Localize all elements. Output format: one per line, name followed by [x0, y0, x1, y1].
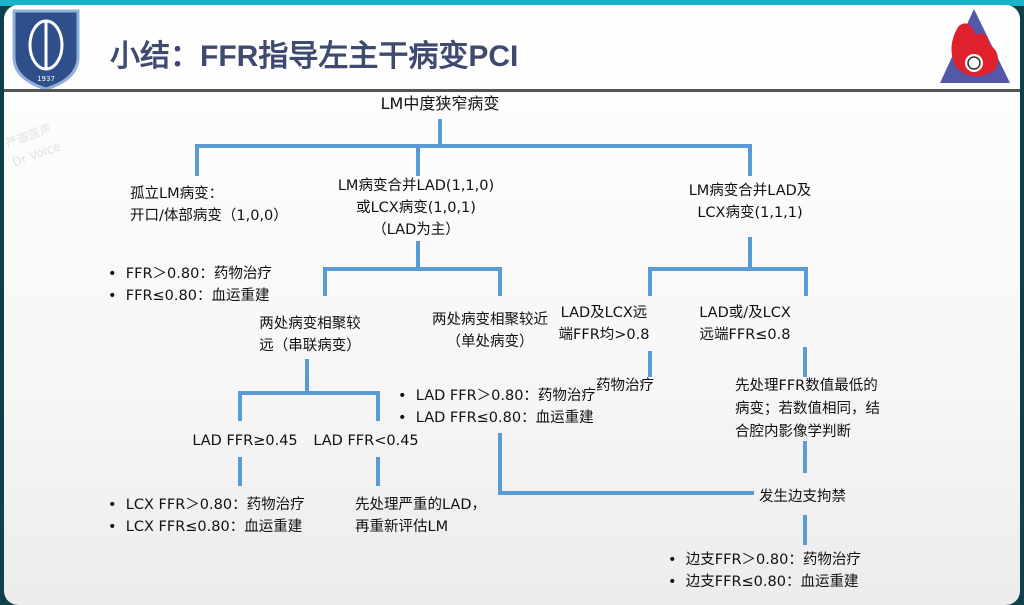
university-logo: 1937: [12, 9, 80, 91]
lcx-bullets: • LCX FFR＞0.80：药物治疗• LCX FFR≤0.80：血运重建: [108, 497, 305, 535]
hospital-logo: [940, 9, 1010, 83]
top-bar: [0, 0, 1024, 6]
svg-text:1937: 1937: [37, 75, 55, 83]
side-branch-bullets: • 边支FFR＞0.80：药物治疗• 边支FFR≤0.80：血运重建: [668, 552, 861, 590]
lad-ffr-low-label: LAD FFR<0.45: [313, 433, 419, 449]
treat-lad-first-text: 先处理严重的LAD，再重新评估LM: [355, 497, 486, 535]
near-lesions-bullets: • LAD FFR＞0.80：药物治疗• LAD FFR≤0.80：血运重建: [398, 388, 596, 426]
far-lesions-label: 两处病变相聚较远（串联病变）: [259, 316, 361, 354]
isolated-lm-label: 孤立LM病变：开口/体部病变（1,0,0）: [130, 186, 288, 224]
root-node: LM中度狭窄病变: [380, 94, 500, 113]
flowchart-connectors: [195, 119, 808, 545]
lm-lad-lcx-label: LM病变合并LAD(1,1,0)或LCX病变(1,0,1)（LAD为主）: [337, 178, 495, 238]
lowest-ffr-first-text: 先处理FFR数值最低的病变；若数值相同，结合腔内影像学判断: [735, 378, 880, 440]
slide-title: 小结：FFR指导左主干病变PCI: [110, 40, 519, 73]
side-branch-jailing-label: 发生边支拘禁: [759, 489, 846, 505]
isolated-lm-bullets: • FFR＞0.80：药物治疗• FFR≤0.80：血运重建: [108, 266, 272, 304]
near-lesions-label: 两处病变相聚较近（单处病变）: [432, 312, 548, 350]
medical-therapy-result: 药物治疗: [596, 378, 654, 394]
lad-ffr-high-label: LAD FFR≥0.45: [192, 433, 298, 449]
title-divider: [4, 89, 1020, 92]
distal-ffr-high-label: LAD及LCX远端FFR均>0.8: [558, 305, 650, 343]
